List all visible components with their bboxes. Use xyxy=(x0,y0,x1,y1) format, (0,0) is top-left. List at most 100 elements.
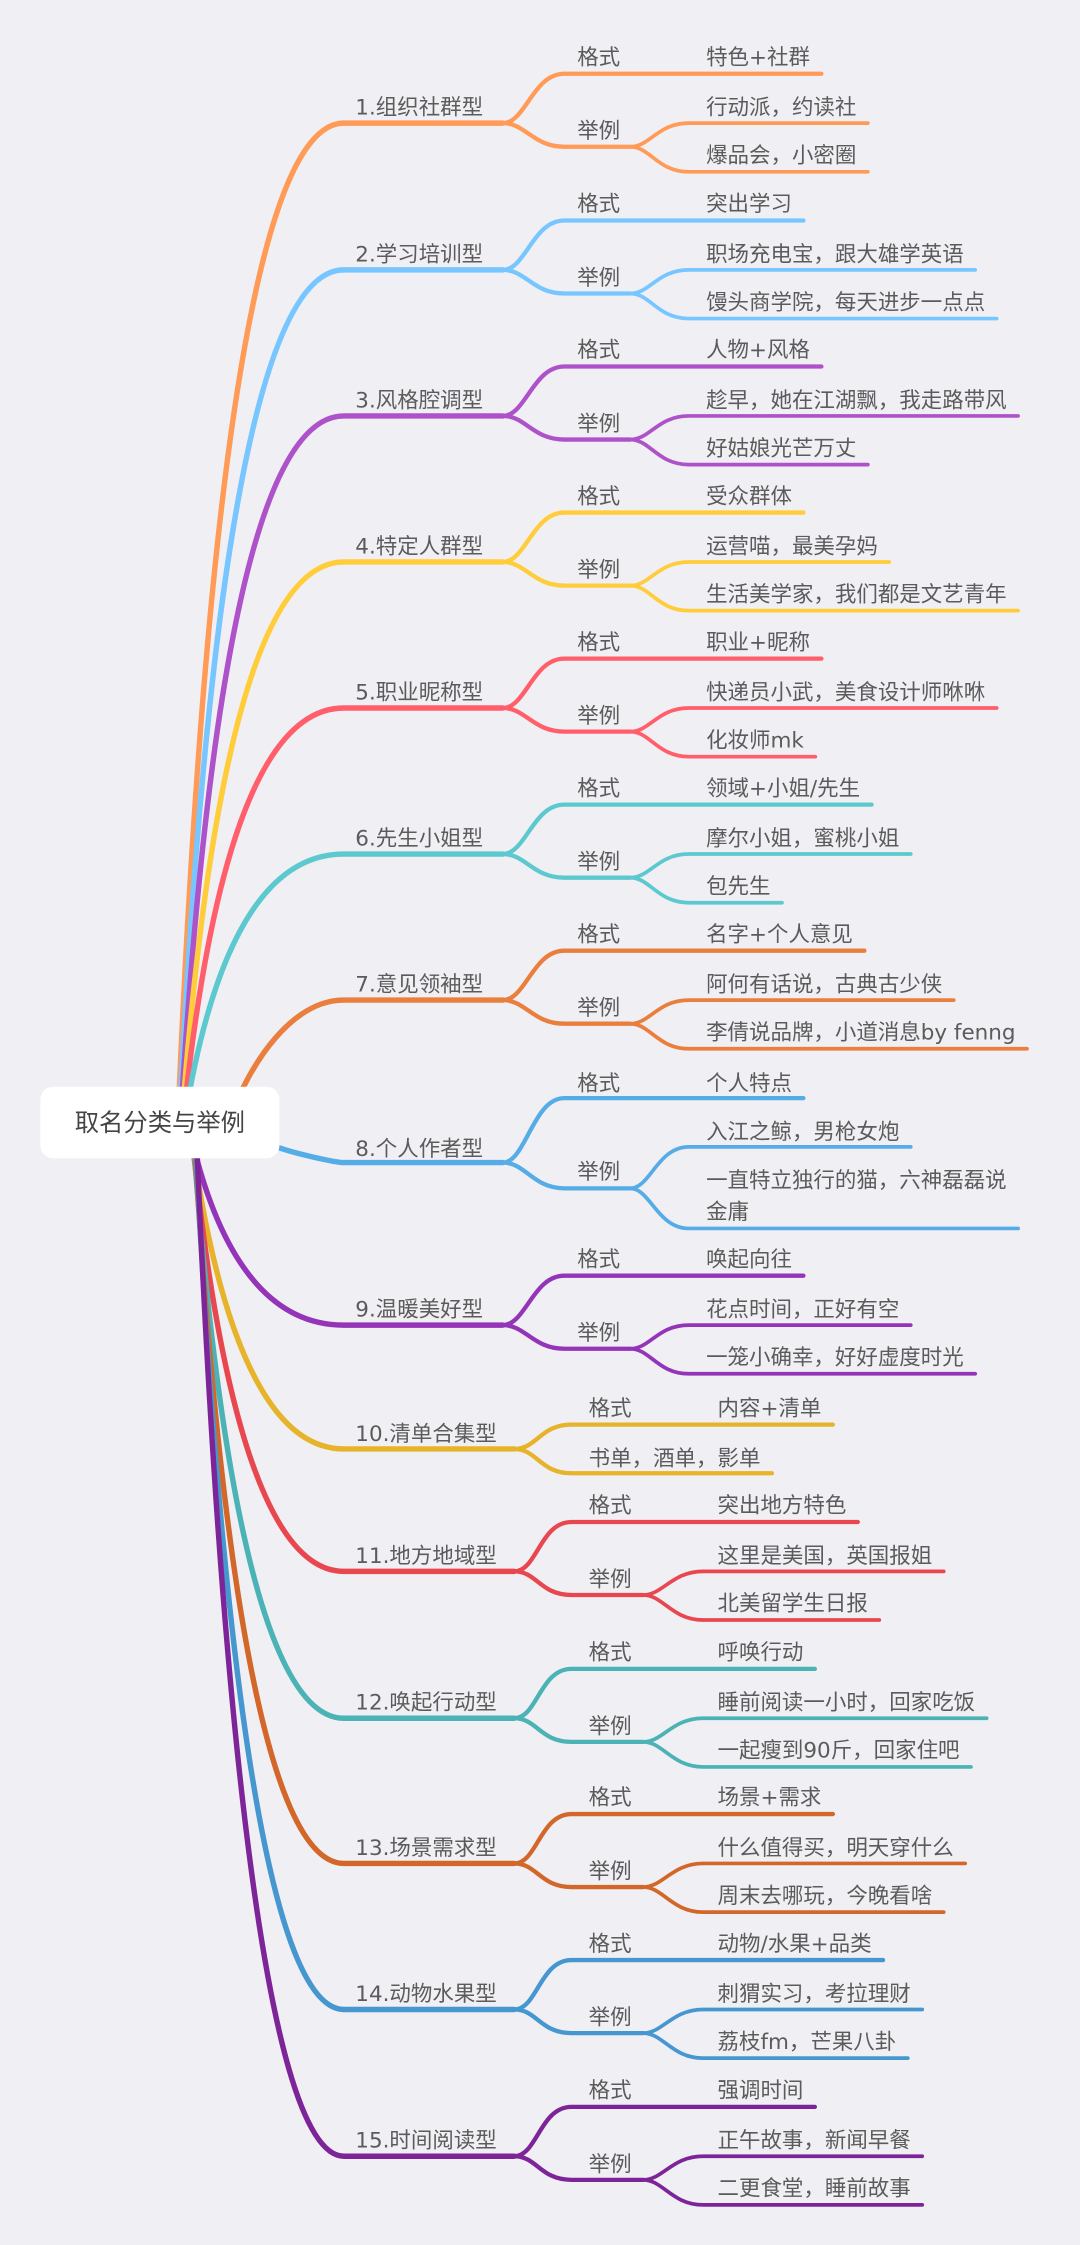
category-6-format-branch xyxy=(500,802,874,857)
category-7-examples-label[interactable]: 举例 xyxy=(577,996,620,1021)
category-14-example-1[interactable]: 刺猬实习，考拉理财 xyxy=(718,1982,911,2007)
category-8-example-2[interactable]: 一直特立独行的猫，六神磊磊说金庸 xyxy=(706,1169,1007,1225)
category-15-format-label[interactable]: 格式 xyxy=(589,2079,632,2104)
category-11-label[interactable]: 11.地方地域型 xyxy=(355,1544,497,1569)
category-5-branch xyxy=(180,705,506,1126)
category-7-label[interactable]: 7.意见领袖型 xyxy=(355,972,483,997)
category-9-example-2[interactable]: 一笼小确幸，好好虚度时光 xyxy=(706,1345,964,1370)
category-13-examples-label[interactable]: 举例 xyxy=(589,1859,632,1884)
category-6-format-value[interactable]: 领域+小姐/先生 xyxy=(706,776,860,801)
category-2-examples-label[interactable]: 举例 xyxy=(577,266,620,291)
category-4-format-value[interactable]: 受众群体 xyxy=(706,484,792,509)
category-14-format-value[interactable]: 动物/水果+品类 xyxy=(718,1932,872,1957)
category-5-examples-label[interactable]: 举例 xyxy=(577,704,620,729)
category-7-example-1[interactable]: 阿何有话说，古典古少侠 xyxy=(706,972,942,997)
category-15-example-1[interactable]: 正午故事，新闻早餐 xyxy=(718,2129,911,2154)
category-3-examples-label[interactable]: 举例 xyxy=(577,412,620,437)
category-9-example-1[interactable]: 花点时间，正好有空 xyxy=(706,1298,899,1323)
category-10-format-value[interactable]: 内容+清单 xyxy=(718,1396,822,1421)
category-4-example-1[interactable]: 运营喵，最美孕妈 xyxy=(706,534,878,559)
category-11-example-1[interactable]: 这里是美国，英国报姐 xyxy=(718,1544,933,1569)
category-10-format-label[interactable]: 格式 xyxy=(589,1396,632,1421)
category-13-example-1[interactable]: 什么值得买，明天穿什么 xyxy=(718,1836,954,1861)
category-13-label[interactable]: 13.场景需求型 xyxy=(355,1836,497,1861)
category-1-example-2[interactable]: 爆品会，小密圈 xyxy=(706,144,856,169)
category-11-format-branch xyxy=(512,1519,860,1574)
category-5-example-branch xyxy=(628,729,818,759)
category-12-format-label[interactable]: 格式 xyxy=(589,1641,632,1666)
category-15-label[interactable]: 15.时间阅读型 xyxy=(355,2129,497,2154)
category-5-example-1[interactable]: 快递员小武，美食设计师咻咻 xyxy=(706,680,985,705)
category-8-examples-label[interactable]: 举例 xyxy=(577,1160,620,1185)
category-7-format-value[interactable]: 名字+个人意见 xyxy=(706,922,853,947)
category-1-format-value[interactable]: 特色+社群 xyxy=(706,45,810,70)
category-11-format-value[interactable]: 突出地方特色 xyxy=(718,1494,847,1519)
category-14-label[interactable]: 14.动物水果型 xyxy=(355,1982,497,2007)
category-10-item-branch xyxy=(512,1446,775,1476)
category-2-format-value[interactable]: 突出学习 xyxy=(706,192,792,217)
category-1-format-branch xyxy=(500,71,824,126)
category-7-format-label[interactable]: 格式 xyxy=(577,922,620,947)
category-9-examples-label[interactable]: 举例 xyxy=(577,1321,620,1346)
category-13-example-2[interactable]: 周末去哪玩，今晚看啥 xyxy=(718,1884,933,1909)
category-12-label[interactable]: 12.唤起行动型 xyxy=(355,1691,497,1716)
category-15-examples-label[interactable]: 举例 xyxy=(589,2152,632,2177)
category-13-format-value[interactable]: 场景+需求 xyxy=(718,1786,822,1811)
category-6-example-branch xyxy=(628,875,784,905)
category-1-format-label[interactable]: 格式 xyxy=(577,45,620,70)
category-2-label[interactable]: 2.学习培训型 xyxy=(355,242,483,267)
category-12-examples-label[interactable]: 举例 xyxy=(589,1714,632,1739)
category-1-example-1[interactable]: 行动派，约读社 xyxy=(706,96,856,121)
category-4-format-label[interactable]: 格式 xyxy=(577,484,620,509)
category-3-format-label[interactable]: 格式 xyxy=(577,338,620,363)
category-14-example-2[interactable]: 荔枝fm，芒果八卦 xyxy=(718,2030,897,2055)
category-3-example-2[interactable]: 好姑娘光芒万丈 xyxy=(706,436,856,461)
category-5-example-2[interactable]: 化妆师mk xyxy=(706,728,804,753)
category-10-item-1[interactable]: 书单，酒单，影单 xyxy=(589,1446,761,1471)
category-7-example-2[interactable]: 李倩说品牌，小道消息by fenng xyxy=(706,1020,1015,1045)
category-8-format-value[interactable]: 个人特点 xyxy=(706,1071,792,1096)
category-12-format-value[interactable]: 呼唤行动 xyxy=(718,1641,804,1666)
category-6-examples-label[interactable]: 举例 xyxy=(577,850,620,875)
category-3-label[interactable]: 3.风格腔调型 xyxy=(355,388,483,413)
category-12-example-2[interactable]: 一起瘦到90斤，回家住吧 xyxy=(718,1739,960,1764)
category-3-examples-branch xyxy=(500,413,633,442)
category-14-format-branch xyxy=(512,1957,886,2012)
category-9-label[interactable]: 9.温暖美好型 xyxy=(355,1298,483,1323)
category-3-example-1[interactable]: 趁早，她在江湖飘，我走路带风 xyxy=(706,388,1007,413)
category-3-format-value[interactable]: 人物+风格 xyxy=(706,338,810,363)
category-5-format-value[interactable]: 职业+昵称 xyxy=(706,630,810,655)
category-11-format-label[interactable]: 格式 xyxy=(589,1494,632,1519)
category-10-label[interactable]: 10.清单合集型 xyxy=(355,1422,497,1447)
category-1-label[interactable]: 1.组织社群型 xyxy=(355,96,483,121)
category-2-example-1[interactable]: 职场充电宝，跟大雄学英语 xyxy=(706,242,964,267)
root-node[interactable]: 取名分类与举例 xyxy=(40,1086,280,1159)
category-14-examples-label[interactable]: 举例 xyxy=(589,2006,632,2031)
category-8-format-label[interactable]: 格式 xyxy=(577,1071,620,1096)
category-2-example-2[interactable]: 馒头商学院，每天进步一点点 xyxy=(706,290,985,315)
category-13-format-label[interactable]: 格式 xyxy=(589,1786,632,1811)
category-4-example-2[interactable]: 生活美学家，我们都是文艺青年 xyxy=(706,582,1007,607)
category-15-format-value[interactable]: 强调时间 xyxy=(718,2079,804,2104)
category-8-label[interactable]: 8.个人作者型 xyxy=(355,1137,483,1162)
category-15-example-2[interactable]: 二更食堂，睡前故事 xyxy=(718,2177,911,2202)
category-9-format-value[interactable]: 唤起向往 xyxy=(706,1247,792,1272)
category-4-label[interactable]: 4.特定人群型 xyxy=(355,534,483,559)
category-12-example-1[interactable]: 睡前阅读一小时，回家吃饭 xyxy=(718,1691,976,1716)
category-9-format-label[interactable]: 格式 xyxy=(577,1247,620,1272)
category-6-format-label[interactable]: 格式 xyxy=(577,776,620,801)
category-1-examples-label[interactable]: 举例 xyxy=(577,119,620,144)
category-5-label[interactable]: 5.职业昵称型 xyxy=(355,680,483,705)
category-5-format-label[interactable]: 格式 xyxy=(577,630,620,655)
root-node-box[interactable] xyxy=(40,1086,280,1159)
category-6-example-1[interactable]: 摩尔小姐，蜜桃小姐 xyxy=(706,826,899,851)
category-8-example-1[interactable]: 入江之鲸，男枪女炮 xyxy=(706,1120,899,1145)
category-11-examples-label[interactable]: 举例 xyxy=(589,1567,632,1592)
category-6-branch xyxy=(181,851,506,1126)
category-11-example-2[interactable]: 北美留学生日报 xyxy=(718,1592,868,1617)
category-6-example-2[interactable]: 包先生 xyxy=(706,874,770,899)
category-6-label[interactable]: 6.先生小姐型 xyxy=(355,826,483,851)
category-2-format-label[interactable]: 格式 xyxy=(577,192,620,217)
category-4-examples-label[interactable]: 举例 xyxy=(577,558,620,583)
category-14-format-label[interactable]: 格式 xyxy=(589,1932,632,1957)
